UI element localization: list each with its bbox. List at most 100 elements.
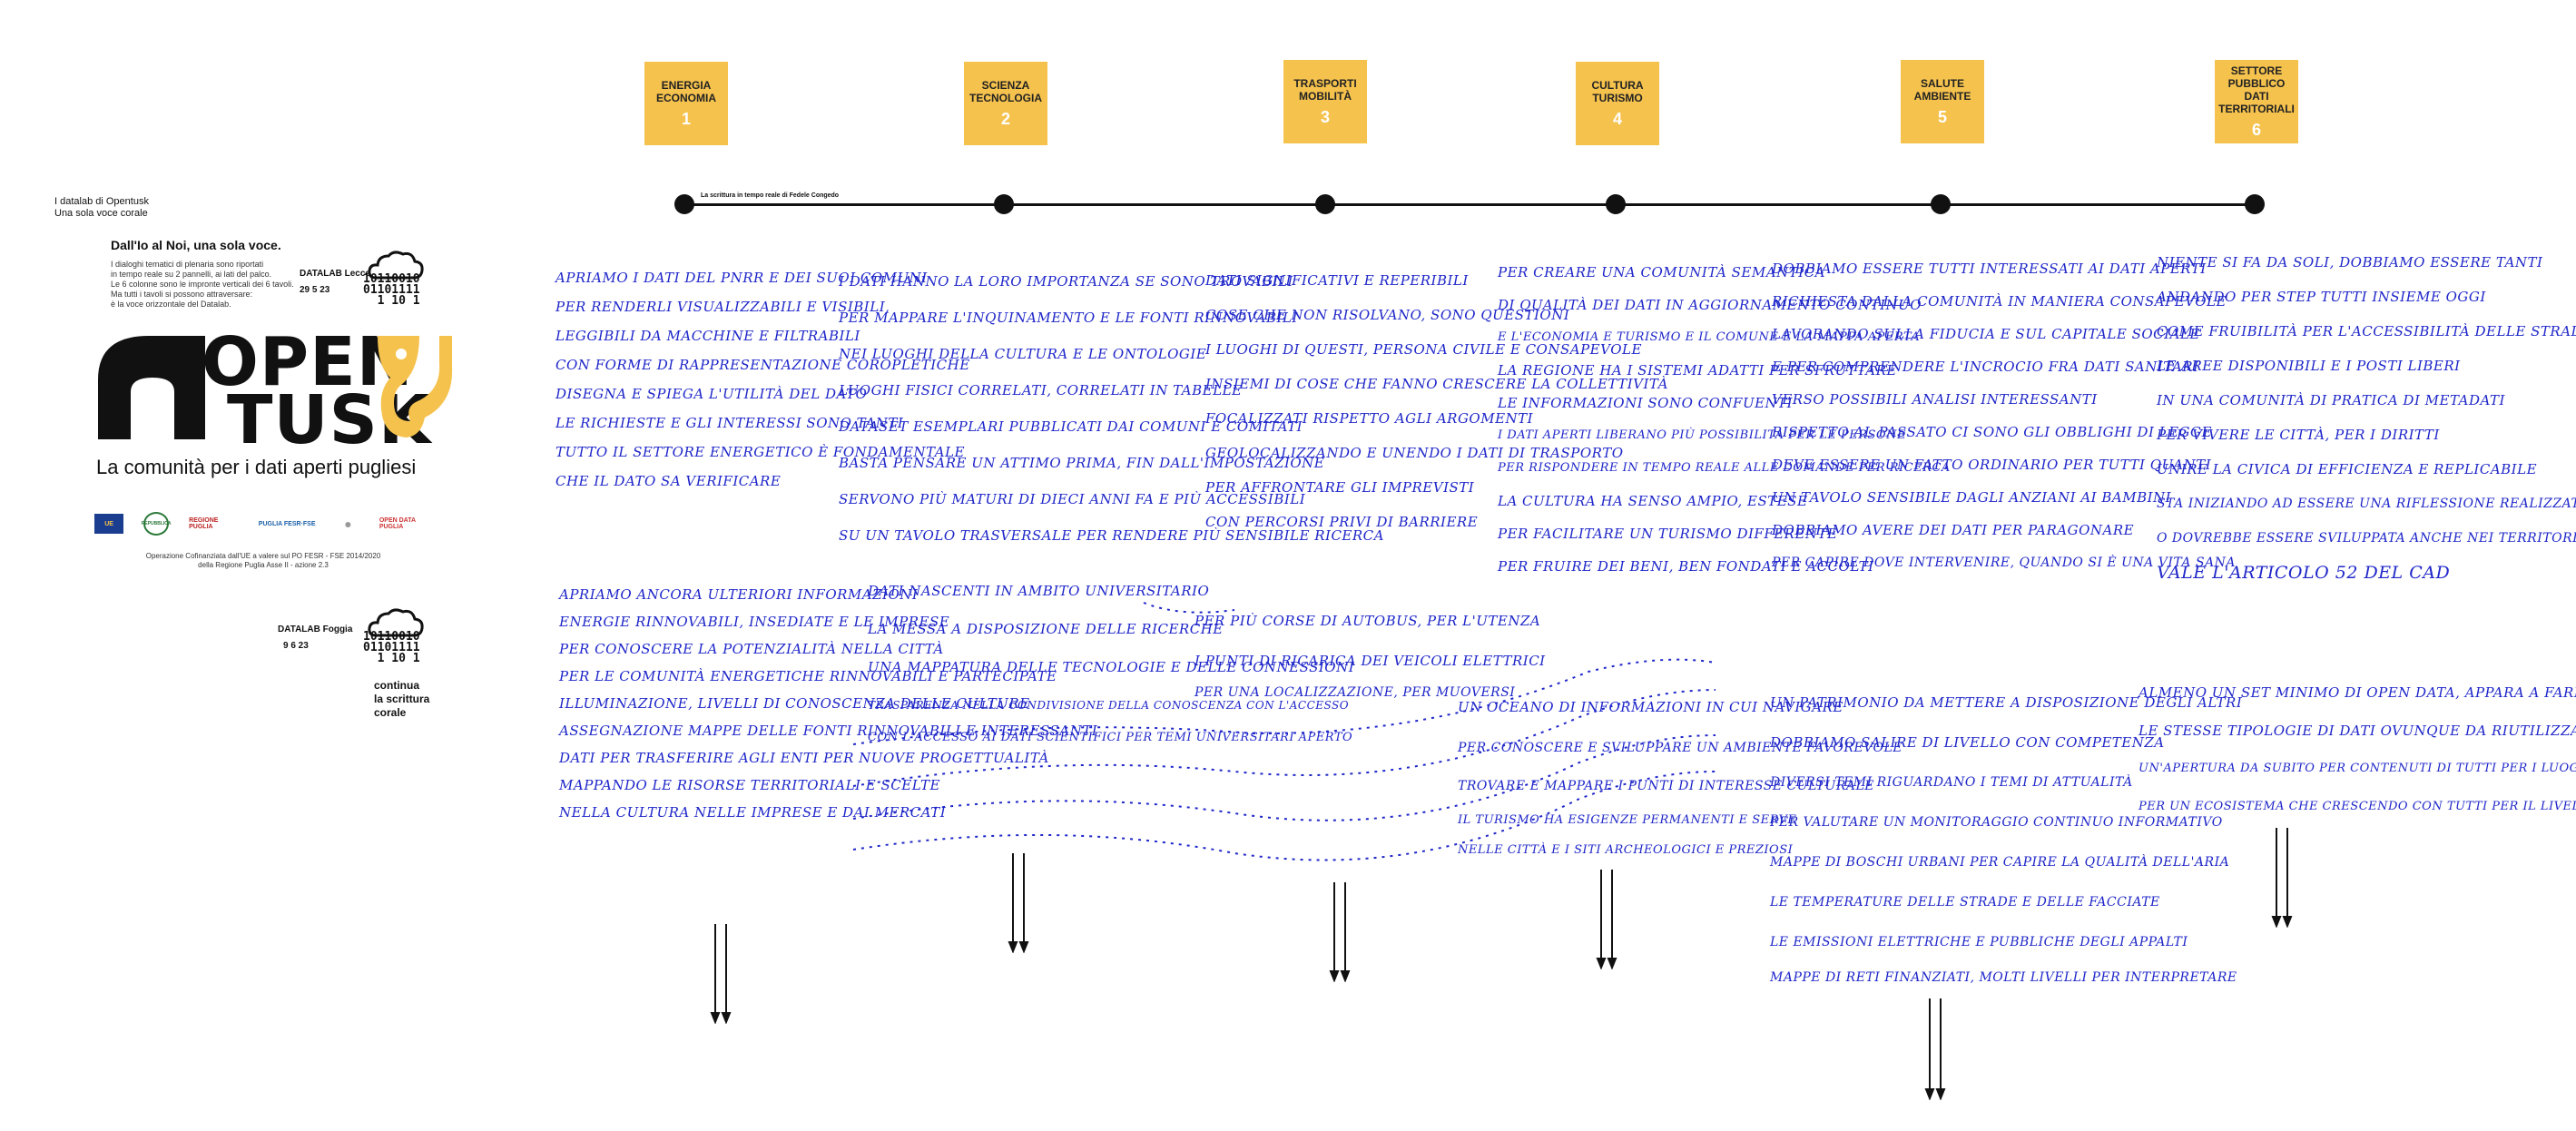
timeline-dot — [1606, 194, 1626, 214]
handwriting-line: illuminazione, livelli di conoscenza del… — [559, 695, 1030, 712]
dotted-connectors — [852, 602, 1716, 861]
handwriting-line: un oceano di informazioni in cui navigar… — [1458, 699, 1844, 715]
handwriting-line: con forme di rappresentazione coropletic… — [556, 357, 970, 373]
arrow-down-icon — [710, 924, 732, 1024]
continua-line: corale — [374, 706, 407, 719]
handwriting-line: il turismo ha esigenze permanenti e serv… — [1458, 813, 1797, 827]
binary-code-lecce: 10110010 01101111 1 10 1 — [363, 272, 420, 308]
tagline: La comunità per i dati aperti pugliesi — [96, 456, 417, 478]
logo-open: OPEN — [202, 323, 414, 401]
handwriting-line: per più corse di autobus, per l'utenza — [1195, 613, 1541, 629]
regione-puglia-logo: REGIONE PUGLIA — [189, 517, 219, 530]
handwriting-line: dobbiamo salire di livello con competenz… — [1770, 734, 2165, 751]
handwriting-line: deve essere un fatto ordinario per tutti… — [1772, 457, 2212, 473]
handwriting-line: andando per step tutti insieme oggi — [2157, 289, 2486, 305]
handwriting-line: nei luoghi della cultura e le ontologie — [839, 346, 1207, 362]
handwriting-line: per mappare l'inquinamento e le fonti ri… — [839, 310, 1298, 326]
handwriting-column-4-bottom: un oceano di informazioni in cui navigar… — [1458, 686, 1903, 864]
cloud-icon — [368, 251, 424, 280]
handwriting-line: con percorsi privi di barriere — [1205, 514, 1479, 530]
topic-number: 5 — [1937, 107, 1947, 126]
handwriting-line: luoghi fisici correlati, correlati in ta… — [839, 382, 1243, 398]
handwriting-line: che il dato sa verificare — [556, 473, 782, 489]
topic-box-3: TRASPORTI MOBILITÀ 3 — [1283, 60, 1367, 143]
desc-line: in tempo reale su 2 pannelli, ai lati de… — [111, 270, 272, 279]
continua-block: continua la scrittura corale — [374, 679, 429, 720]
topic-box-4: CULTURA TURISMO 4 — [1576, 62, 1659, 145]
timeline-dot — [994, 194, 1014, 214]
handwriting-line: per creare una comunità semantica — [1498, 264, 1825, 280]
topic-box-5: SALUTE AMBIENTE 5 — [1901, 60, 1984, 143]
handwriting-line: e l'economia e turismo e il comune e la … — [1498, 330, 1921, 344]
op-line: della Regione Puglia Asse II - azione 2.… — [198, 561, 329, 569]
desc-line: è la voce orizzontale del Datalab. — [111, 300, 231, 309]
handwriting-line: un'apertura da subito per contenuti di t… — [2138, 762, 2576, 775]
handwriting-line: mappe di reti finanziati, molti livelli … — [1770, 970, 2237, 985]
timeline-dot — [2245, 194, 2265, 214]
handwriting-line: dobbiamo avere dei dati per paragonare — [1772, 522, 2135, 538]
timeline-dot — [1931, 194, 1951, 214]
handwriting-line: dataset esemplari pubblicati dai comuni … — [839, 418, 1303, 435]
handwriting-line: le aree disponibili e i posti liberi — [2157, 358, 2461, 374]
handwriting-line: focalizzati rispetto agli argomenti — [1205, 410, 1534, 427]
datalab-foggia-date: 9 6 23 — [283, 641, 309, 651]
handwriting-line: la messa a disposizione delle ricerche — [868, 621, 1224, 637]
handwriting-line: assegnazione mappe delle fonti rinnovabi… — [559, 723, 1098, 739]
topic-box-1: ENERGIA ECONOMIA 1 — [644, 62, 728, 145]
subtitle: Dall'Io al Noi, una sola voce. — [111, 238, 281, 252]
handwriting-line: lavorando sulla fiducia e sul capitale s… — [1772, 326, 2200, 342]
handwriting-line: per vivere le città, per i diritti — [2157, 427, 2440, 443]
handwriting-line: per capire dove intervenire, quando si è… — [1772, 556, 2237, 570]
header-line-1: I datalab di Opentusk — [54, 196, 149, 207]
handwriting-line: dobbiamo essere tutti interessati ai dat… — [1772, 261, 2207, 277]
topic-number: 4 — [1612, 109, 1622, 128]
handwriting-line: i punti di ricarica dei veicoli elettric… — [1195, 653, 1546, 669]
handwriting-line: e per comprendere l'incrocio fra dati sa… — [1772, 359, 2199, 375]
handwriting-line: per le comunità energetiche rinnovabili … — [559, 668, 1057, 684]
handwriting-line: per rispondere in tempo reale alle doman… — [1498, 461, 1951, 475]
handwriting-line: basta pensare un attimo prima, fin dall'… — [839, 455, 1325, 471]
handwriting-line: nelle città e i siti archeologici e prez… — [1458, 843, 1794, 857]
handwriting-line: i dati aperti liberano più possibilità p… — [1498, 428, 1906, 442]
handwriting-line: unire la civica di efficienza e replicab… — [2157, 461, 2538, 477]
handwriting-line: per conoscere e sviluppare un ambiente f… — [1458, 741, 1903, 755]
timeline-line — [683, 203, 2262, 206]
handwriting-line: mappe di boschi urbani per capire la qua… — [1770, 855, 2230, 870]
timeline-caption: La scrittura in tempo reale di Fedele Co… — [701, 192, 840, 199]
handwriting-line: per facilitare un turismo differente — [1498, 526, 1838, 542]
operation-text: Operazione Cofinanziata dall'UE a valere… — [136, 552, 390, 570]
handwriting-column-5-top: dobbiamo essere tutti interessati ai dat… — [1772, 252, 2236, 579]
handwriting-line: leggibili da macchine e filtrabili — [556, 328, 860, 344]
handwriting-line: per fruire dei beni, ben fondati e accol… — [1498, 558, 1874, 575]
header-block: I datalab di Opentusk Una sola voce cora… — [54, 196, 149, 220]
eu-flag-icon: UE — [94, 514, 124, 534]
handwriting-column-4-top: per creare una comunità semantica di qua… — [1498, 256, 1951, 583]
handwriting-line: almeno un set minimo di open data, appar… — [2138, 684, 2576, 701]
handwriting-line: per un ecosistema che crescendo con tutt… — [2138, 800, 2576, 813]
desc-line: Le 6 colonne sono le impronte verticali … — [111, 280, 294, 289]
handwriting-line: dati nascenti in ambito universitario — [868, 583, 1210, 599]
topic-number: 2 — [1000, 109, 1010, 128]
handwriting-line: disegna e spiega l'utilità del dato — [556, 386, 868, 402]
handwriting-line: in una comunità di pratica di metadati — [2157, 392, 2505, 408]
handwriting-line: niente si fa da soli, dobbiamo essere ta… — [2157, 254, 2543, 270]
desc-line: I dialoghi tematici di plenaria sono rip… — [111, 260, 264, 269]
topic-number: 3 — [1320, 107, 1330, 126]
handwriting-column-6-top: niente si fa da soli, dobbiamo essere ta… — [2157, 245, 2576, 590]
handwriting-column-1-bottom: Apriamo ancora ulteriori informazioni en… — [559, 581, 1097, 826]
topic-number: 1 — [681, 109, 691, 128]
handwriting-line: mappando le risorse territoriali e scelt… — [559, 777, 940, 793]
handwriting-line: verso possibili analisi interessanti — [1772, 391, 2098, 408]
arrow-down-icon — [1329, 882, 1351, 982]
op-line: Operazione Cofinanziata dall'UE a valere… — [145, 552, 381, 560]
handwriting-column-5-bottom: un patrimonio da mettere a disposizione … — [1770, 683, 2242, 993]
topic-box-2: SCIENZA TECNOLOGIA 2 — [964, 62, 1047, 145]
republic-emblem-icon: REPUBBLICA — [142, 512, 172, 536]
topic-label: SALUTE AMBIENTE — [1913, 76, 1971, 103]
continua-line: continua — [374, 679, 419, 692]
arrow-down-icon — [1596, 870, 1617, 969]
handwriting-line: le informazioni sono confuenti — [1498, 395, 1794, 411]
handwriting-line: per conoscere la potenzialità nella citt… — [559, 641, 944, 657]
swirl-logo-icon: ● — [344, 516, 352, 531]
handwriting-line: come fruibilità per l'accessibilità dell… — [2157, 323, 2576, 339]
